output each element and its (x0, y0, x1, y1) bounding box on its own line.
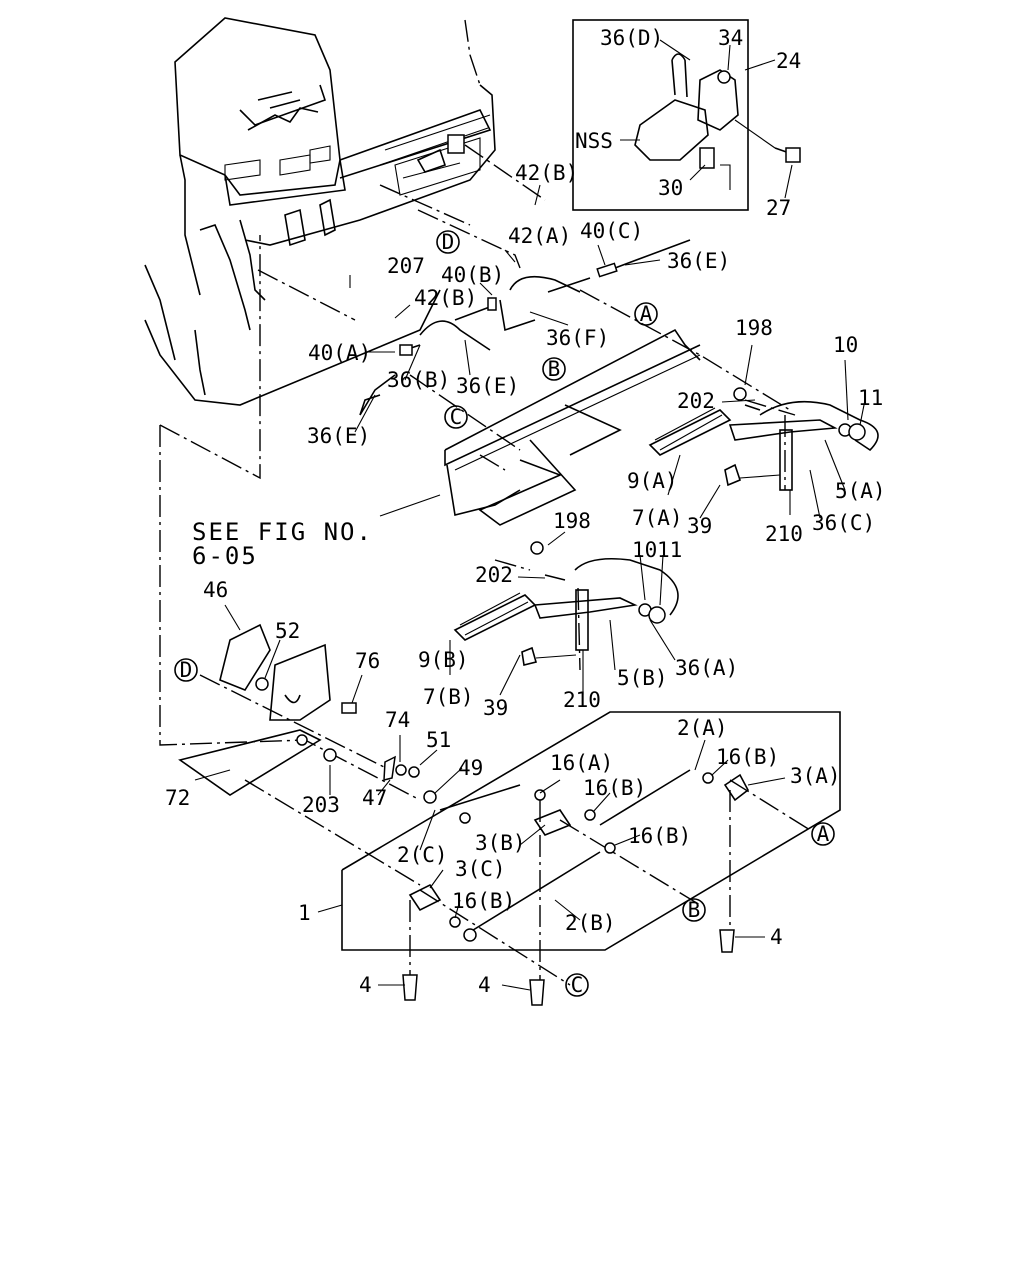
callout-49: 49 (458, 756, 483, 780)
callout-39-top: 39 (687, 514, 712, 538)
callout-198-top: 198 (735, 316, 773, 340)
marker-d-left: D (180, 658, 193, 682)
callout-27: 27 (766, 196, 791, 220)
callout-203: 203 (302, 793, 340, 817)
callout-36b: 36(B) (387, 368, 450, 392)
callout-36d: 36(D) (600, 26, 663, 50)
callout-47: 47 (362, 786, 387, 810)
callout-42b-top: 42(B) (515, 161, 578, 185)
callout-210-top: 210 (765, 522, 803, 546)
callout-9a: 9(A) (627, 469, 678, 493)
callout-16a: 16(A) (550, 751, 613, 775)
callout-210-mid: 210 (563, 688, 601, 712)
marker-d-top: D (442, 230, 455, 254)
see-fig-note: SEE FIG NO. 6-05 (192, 518, 373, 570)
callout-202-mid: 202 (475, 563, 513, 587)
washer-tank-inset (572, 19, 801, 211)
callout-76: 76 (355, 649, 380, 673)
callout-39-mid: 39 (483, 696, 508, 720)
callout-42a: 42(A) (508, 224, 571, 248)
marker-b-right: B (688, 898, 701, 922)
see-fig-line2: 6-05 (192, 542, 258, 570)
callout-7a: 7(A) (632, 506, 683, 530)
callout-labels: 36(D) 34 24 NSS 30 27 42(B) 42(A) 40(C) … (165, 26, 886, 997)
wiper-arm-a (648, 387, 866, 491)
marker-c-bottom: C (571, 973, 584, 997)
callout-2c: 2(C) (397, 843, 448, 867)
wiper-arm-b (453, 541, 666, 666)
callout-7b: 7(B) (423, 685, 474, 709)
callout-36e-top: 36(E) (667, 249, 730, 273)
callout-2b: 2(B) (565, 911, 616, 935)
callout-40c: 40(C) (580, 219, 643, 243)
callout-3c: 3(C) (455, 857, 506, 881)
callout-10-top: 10 (833, 333, 858, 357)
callout-11-top: 11 (858, 386, 883, 410)
cowl-panel (444, 328, 701, 526)
marker-a-right: A (817, 822, 830, 846)
callout-16b-1: 16(B) (716, 745, 779, 769)
callout-207: 207 (387, 254, 425, 278)
callout-11-mid: 11 (657, 538, 682, 562)
callout-16b-4: 16(B) (452, 889, 515, 913)
washer-hoses (359, 239, 879, 616)
leader-lines (194, 39, 866, 991)
callout-3b: 3(B) (475, 831, 526, 855)
callout-36c: 36(C) (812, 511, 875, 535)
marker-c-top: C (450, 405, 463, 429)
callout-3a: 3(A) (790, 764, 841, 788)
callout-52: 52 (275, 619, 300, 643)
callout-5b: 5(B) (617, 666, 668, 690)
callout-9b: 9(B) (418, 648, 469, 672)
callout-202-top: 202 (677, 389, 715, 413)
marker-a-top: A (640, 302, 653, 326)
reference-markers: D A B C D A B C (174, 230, 835, 997)
callout-36e-left: 36(E) (307, 424, 370, 448)
truck-cab-drawing (144, 17, 546, 406)
callout-51: 51 (426, 728, 451, 752)
callout-16b-3: 16(B) (628, 824, 691, 848)
callout-5a: 5(A) (835, 479, 886, 503)
callout-36f: 36(F) (546, 326, 609, 350)
callout-1: 1 (298, 901, 311, 925)
callout-2a: 2(A) (677, 716, 728, 740)
callout-36e-mid: 36(E) (456, 374, 519, 398)
wiper-motor-linkage (178, 623, 841, 1006)
see-fig-line1: SEE FIG NO. (192, 518, 373, 546)
marker-b-top: B (548, 357, 561, 381)
callout-198-mid: 198 (553, 509, 591, 533)
callout-4-mid: 4 (478, 973, 491, 997)
callout-46: 46 (203, 578, 228, 602)
callout-10-mid: 10 (632, 538, 657, 562)
callout-nss: NSS (575, 129, 613, 153)
callout-16b-2: 16(B) (583, 776, 646, 800)
callout-74: 74 (385, 708, 410, 732)
callout-24: 24 (776, 49, 801, 73)
callout-40a: 40(A) (308, 341, 371, 365)
callout-42b: 42(B) (414, 286, 477, 310)
callout-4-right: 4 (770, 925, 783, 949)
callout-30: 30 (658, 176, 683, 200)
callout-34: 34 (718, 26, 743, 50)
callout-72: 72 (165, 786, 190, 810)
callout-40b: 40(B) (441, 263, 504, 287)
callout-4-left: 4 (359, 973, 372, 997)
callout-36a: 36(A) (675, 656, 738, 680)
